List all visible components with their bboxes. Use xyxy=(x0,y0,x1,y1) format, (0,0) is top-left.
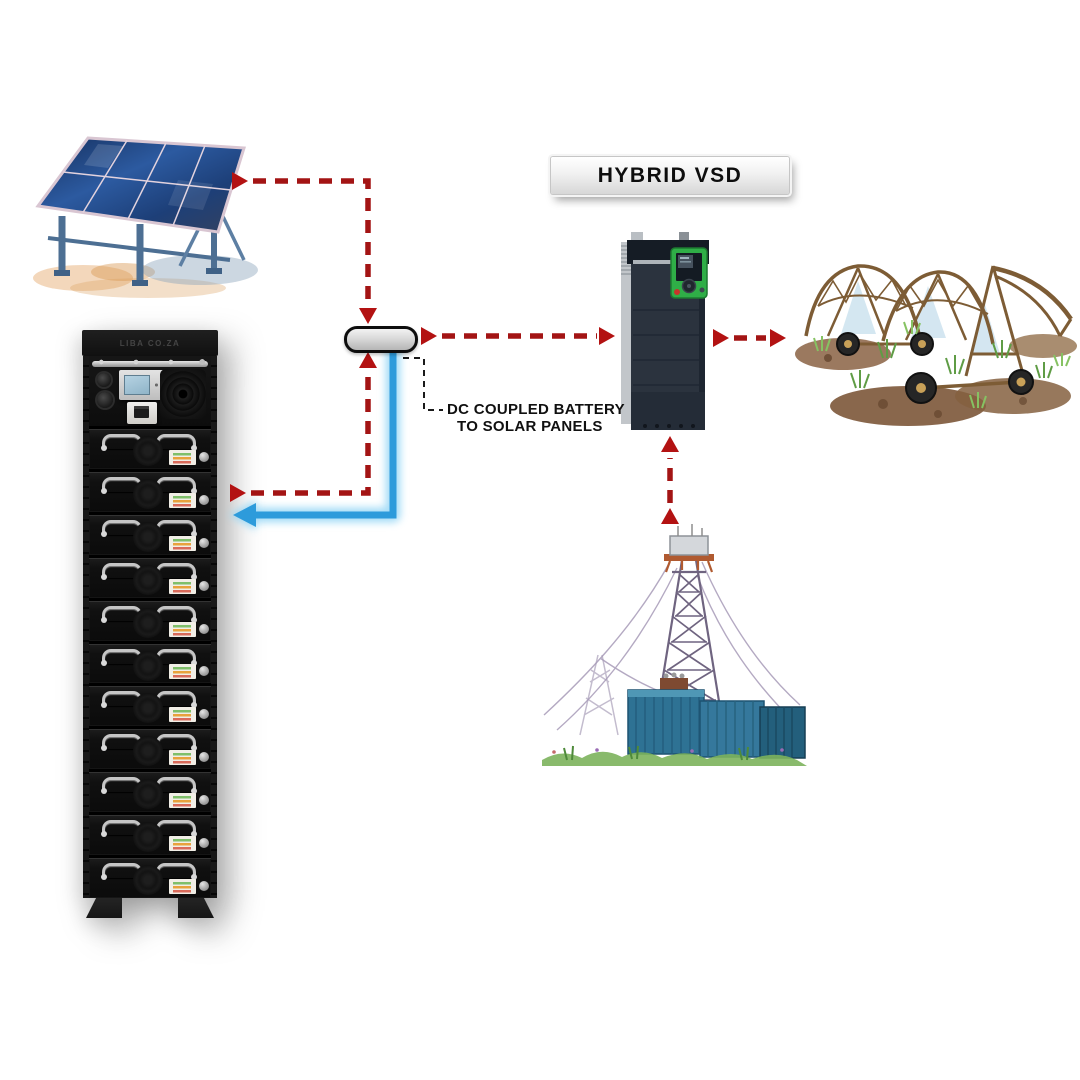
battery-module xyxy=(89,812,211,856)
module-label-plate xyxy=(169,449,196,465)
battery-module xyxy=(89,597,211,641)
hybrid-vsd-banner-label: HYBRID VSD xyxy=(597,163,743,187)
fan-vent-icon xyxy=(133,564,163,595)
breaker-knob xyxy=(97,373,111,387)
module-label-plate xyxy=(169,621,196,637)
fan-vent-icon xyxy=(133,693,163,724)
battery-module xyxy=(89,554,211,598)
module-knob xyxy=(199,838,209,849)
module-label-plate xyxy=(169,878,196,894)
rack-foot xyxy=(178,898,214,918)
battery-control-unit xyxy=(89,356,211,426)
module-knob xyxy=(199,451,209,462)
junction-to-vsd-arrow xyxy=(421,327,615,345)
hmi-panel xyxy=(670,247,708,299)
grid-to-vsd-arrow xyxy=(661,436,679,524)
module-label-plate xyxy=(169,707,196,723)
module-label-plate xyxy=(169,492,196,508)
annotation-leader-line xyxy=(403,357,443,411)
lcd-screen xyxy=(124,375,150,395)
fan-vent-icon xyxy=(133,736,163,767)
module-knob xyxy=(199,494,209,505)
fan-vent-icon xyxy=(133,436,163,466)
annotation-line2: TO SOLAR PANELS xyxy=(457,418,603,435)
utility-grid-illustration xyxy=(542,524,807,766)
vsd-to-irrigation-arrow xyxy=(713,329,786,347)
battery-module xyxy=(89,683,211,727)
solar-panels-illustration xyxy=(33,136,258,298)
far-tower xyxy=(579,654,619,736)
battery-module-stack xyxy=(89,426,211,898)
fan-vent-icon xyxy=(133,650,163,681)
module-knob xyxy=(199,709,209,720)
module-label-plate xyxy=(169,578,196,594)
irrigation-pivot-illustration xyxy=(795,264,1077,426)
fan-vent-icon xyxy=(133,478,163,509)
module-label-plate xyxy=(169,535,196,551)
module-knob xyxy=(199,623,209,634)
dc-junction-node xyxy=(344,326,418,353)
module-label-plate xyxy=(169,664,196,680)
module-label-plate xyxy=(169,750,196,766)
dc-coupled-annotation: DC COUPLED BATTERY TO SOLAR PANELS xyxy=(447,401,625,435)
fan-vent-icon xyxy=(133,822,163,853)
battery-module xyxy=(89,468,211,512)
rack-brand-label: LIBA CO.ZA xyxy=(119,338,181,348)
fan-vent-icon xyxy=(133,521,163,552)
module-knob xyxy=(199,580,209,591)
battery-module xyxy=(89,640,211,684)
cooling-fan-icon xyxy=(160,369,206,419)
ground-wash xyxy=(33,255,258,298)
battery-to-junction-arrow xyxy=(230,352,377,502)
module-label-plate xyxy=(169,793,196,809)
module-knob xyxy=(199,537,209,548)
fan-vent-icon xyxy=(133,779,163,810)
soil xyxy=(795,334,1077,426)
switch-slot xyxy=(134,406,149,418)
battery-module xyxy=(89,426,211,469)
battery-rack: LIBA CO.ZA xyxy=(82,330,218,918)
battery-module xyxy=(89,726,211,770)
module-knob xyxy=(199,880,209,891)
rack-body xyxy=(83,356,217,898)
module-label-plate xyxy=(169,836,196,852)
battery-module xyxy=(89,769,211,813)
rack-header: LIBA CO.ZA xyxy=(82,330,218,356)
fan-vent-icon xyxy=(133,607,163,638)
module-knob xyxy=(199,666,209,677)
tower-top-box xyxy=(664,524,714,573)
fan-vent-icon xyxy=(133,865,163,896)
annotation-line1: DC COUPLED BATTERY xyxy=(447,401,625,418)
main-switch xyxy=(127,402,157,424)
busbar-rail xyxy=(92,358,208,367)
grass xyxy=(813,320,1071,409)
pv-array xyxy=(35,136,246,234)
module-knob xyxy=(199,795,209,806)
wheels xyxy=(836,332,1034,404)
module-knob xyxy=(199,752,209,763)
battery-module xyxy=(89,855,211,898)
rack-foot xyxy=(86,898,122,918)
truss-structure xyxy=(804,264,1073,390)
grass-strip xyxy=(542,745,807,766)
charge-arrow-blue xyxy=(229,344,401,530)
vsd-device-illustration xyxy=(621,232,709,430)
containers xyxy=(627,689,806,759)
transformer xyxy=(660,672,688,692)
hybrid-vsd-banner: HYBRID VSD xyxy=(551,157,789,194)
battery-module xyxy=(89,511,211,555)
breaker-knob xyxy=(97,392,113,408)
